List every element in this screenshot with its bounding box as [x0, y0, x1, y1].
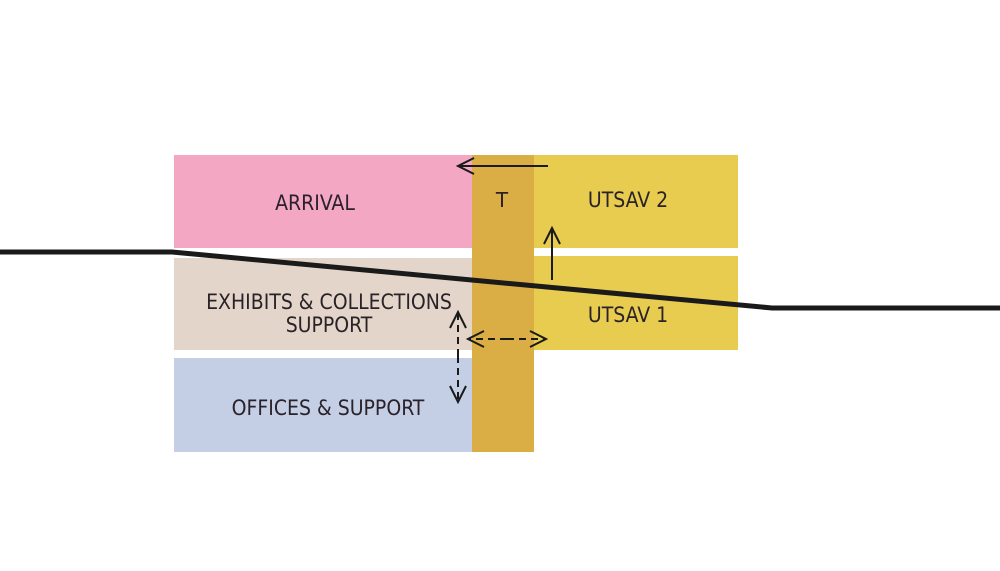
offices-support-block: [174, 358, 474, 452]
arrival-block: [174, 155, 474, 248]
core-label: T: [495, 188, 509, 212]
exhibits-label-line-1: EXHIBITS & COLLECTIONS: [206, 290, 452, 314]
exhibits-label-line-2: SUPPORT: [286, 313, 373, 337]
utsav-1-label: UTSAV 1: [588, 303, 668, 327]
utsav-2-label: UTSAV 2: [588, 188, 668, 212]
core-block: [472, 155, 534, 452]
arrival-label: ARRIVAL: [275, 191, 355, 215]
ground-line: [0, 249, 1000, 311]
offices-support-label: OFFICES & SUPPORT: [232, 396, 425, 420]
utsav-2-block: [530, 155, 738, 248]
